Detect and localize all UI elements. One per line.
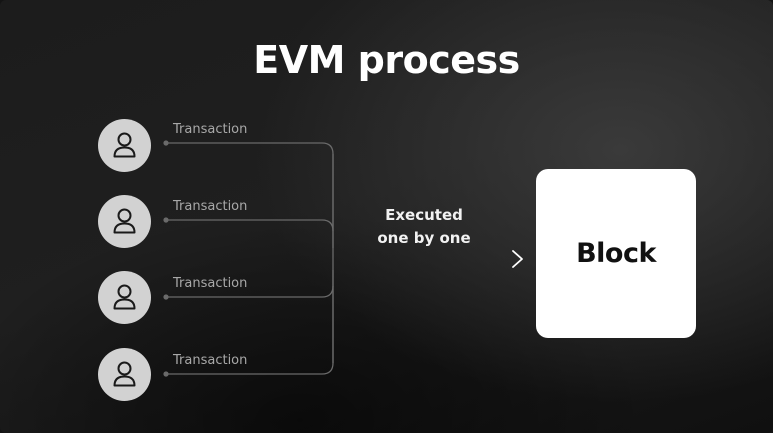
execution-label: Executed one by one: [360, 204, 488, 250]
execution-label-line-1: Executed: [385, 206, 463, 224]
transaction-label-1: Transaction: [173, 122, 248, 137]
transaction-label-4: Transaction: [173, 353, 248, 368]
user-icon: [113, 284, 136, 310]
block-label: Block: [576, 238, 656, 269]
user-avatar-1: [98, 119, 151, 172]
connector-dot-4: [163, 371, 169, 377]
transaction-label-3: Transaction: [173, 276, 248, 291]
connector-dot-2: [163, 217, 169, 223]
user-avatar-4: [98, 348, 151, 401]
connector-dot-1: [163, 140, 169, 146]
execution-label-line-2: one by one: [377, 229, 471, 247]
connector-dot-3: [163, 294, 169, 300]
connector-line-1: [166, 142, 334, 248]
user-icon: [113, 132, 136, 158]
user-icon: [113, 361, 136, 387]
diagram-title: EVM process: [253, 38, 520, 82]
user-avatar-3: [98, 271, 151, 324]
connector-line-2: [166, 219, 334, 232]
transaction-label-2: Transaction: [173, 199, 248, 214]
execution-arrowhead-icon: [512, 250, 523, 268]
user-avatar-2: [98, 195, 151, 248]
block-box: Block: [536, 169, 696, 338]
user-icon: [113, 208, 136, 234]
connector-line-4: [166, 270, 334, 375]
